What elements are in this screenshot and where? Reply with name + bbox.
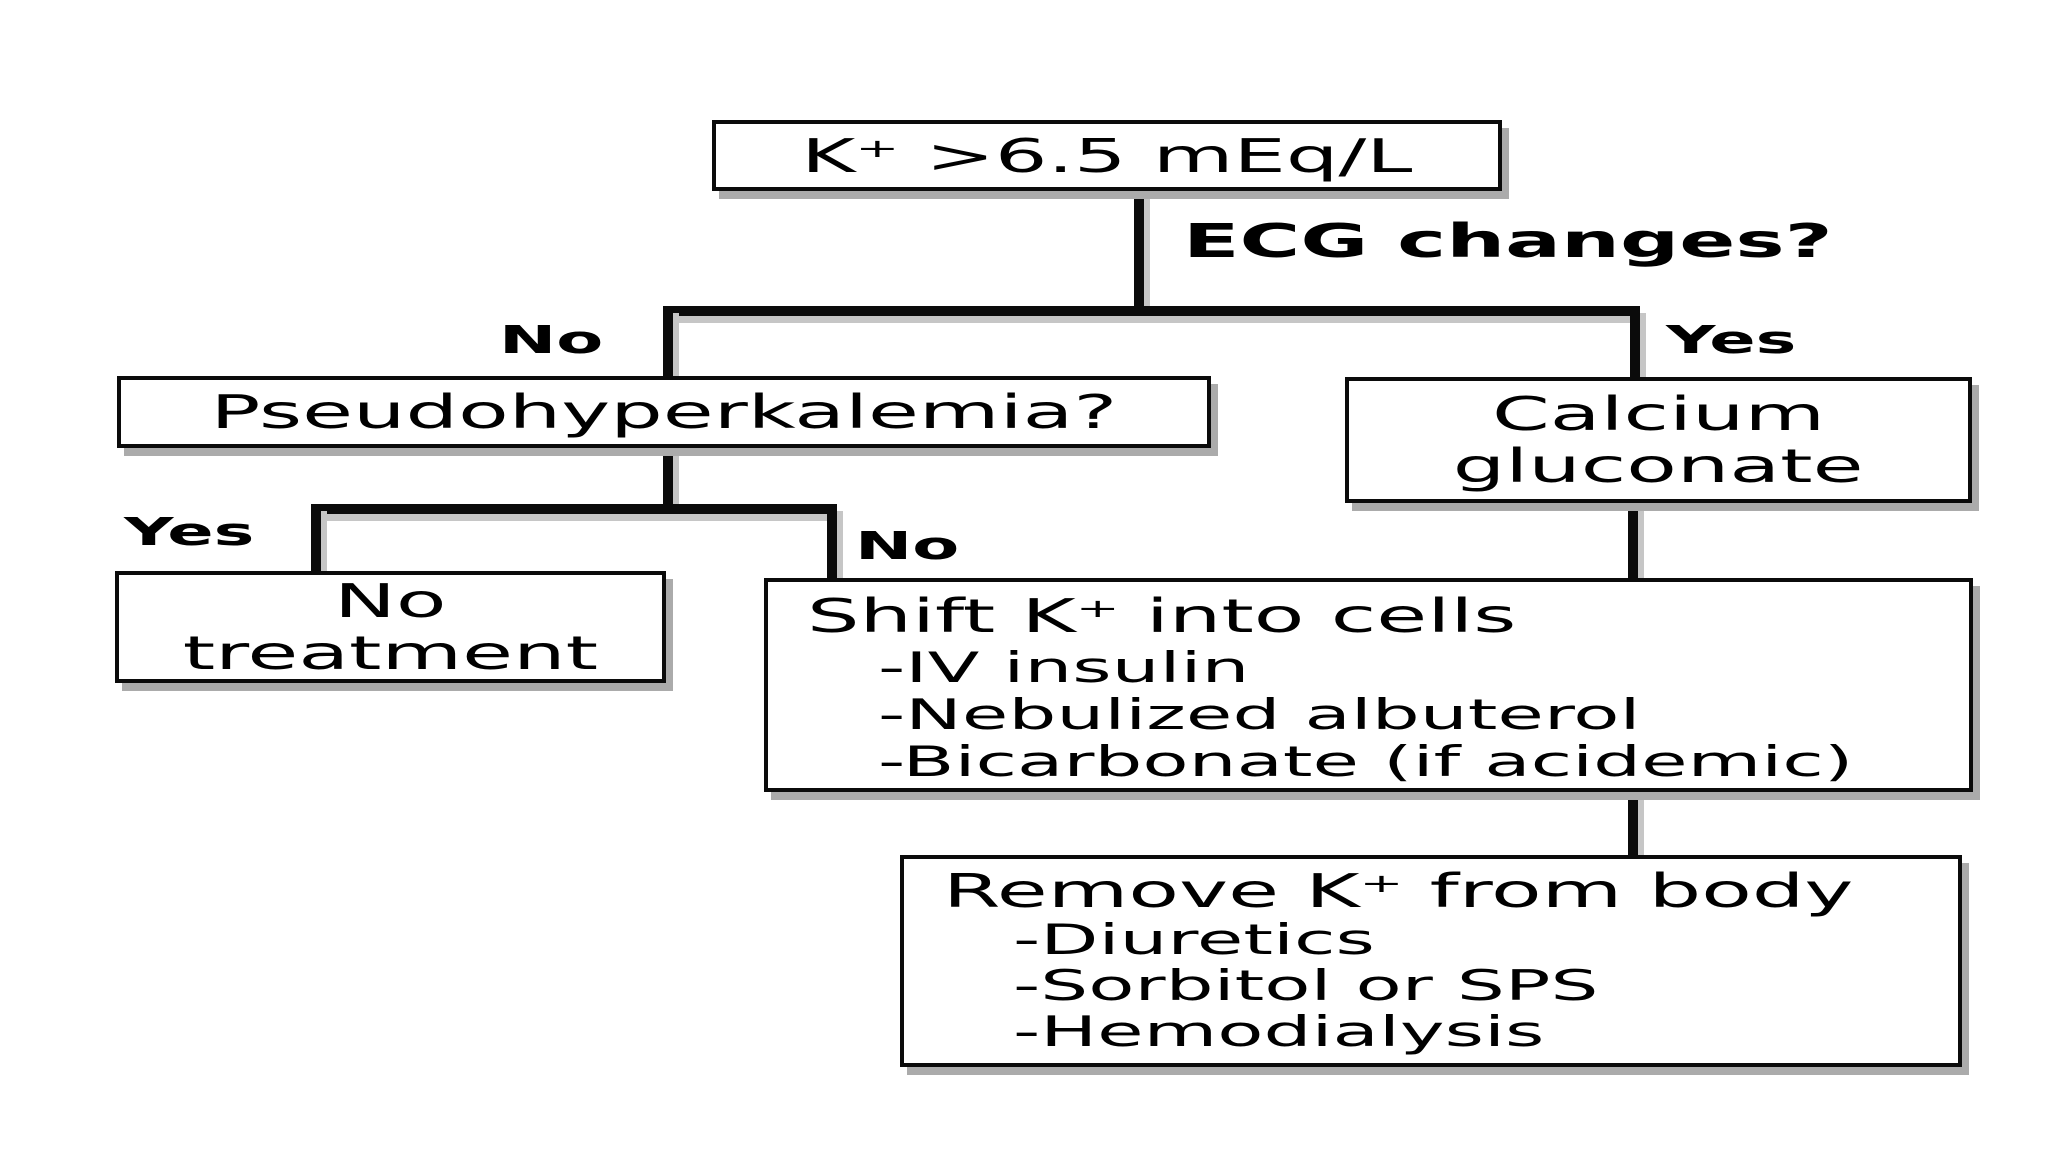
connector-branch1-right-drop [1630,306,1640,381]
node-remove-k-from-body: Remove K⁺ from body -Diuretics -Sorbitol… [900,855,1962,1067]
node-remove-item-1: -Diuretics [1013,915,1375,964]
node-pseudohyperkalemia: Pseudohyperkalemia? [117,376,1211,448]
node-calcium-line2: gluconate [1453,439,1864,493]
connector-branch1-horizontal [663,306,1640,316]
connector-calcium-to-shift [1628,500,1638,582]
node-shift-title: Shift K⁺ into cells [807,589,1517,643]
connector-shift-to-remove [1628,790,1638,858]
ecg-question-text: ECG changes? [1183,214,1833,268]
node-shift-item-2: -Nebulized albuterol [878,690,1641,739]
connector-top-vertical [1134,190,1144,316]
connector-branch2-left-drop [311,504,321,574]
node-remove-title: Remove K⁺ from body [943,864,1854,918]
connector-branch2-horizontal [311,504,837,514]
node-pseudohyperkalemia-text: Pseudohyperkalemia? [210,385,1118,439]
node-shift-item-3: -Bicarbonate (if acidemic) [878,737,1854,786]
node-no-treatment-line2: treatment [182,626,599,680]
connector-branch1-left-drop [663,306,673,380]
node-shift-item-1: -IV insulin [878,643,1250,692]
branch1-yes-label: Yes [1666,318,1797,362]
node-calcium-line1: Calcium [1491,387,1826,441]
node-potassium-threshold-text: K⁺ >6.5 mEq/L [801,128,1413,183]
node-calcium-gluconate: Calcium gluconate [1345,377,1972,503]
branch2-no-label: No [855,524,960,568]
ecg-question-label: ECG changes? [1183,214,1833,268]
connector-pseudo-bottom-vertical [663,446,673,514]
connector-branch2-right-drop [827,504,837,582]
node-shift-k-into-cells: Shift K⁺ into cells -IV insulin -Nebuliz… [764,578,1973,792]
node-remove-item-3: -Hemodialysis [1013,1007,1545,1056]
node-potassium-threshold: K⁺ >6.5 mEq/L [712,120,1502,191]
node-remove-item-2: -Sorbitol or SPS [1013,961,1599,1010]
node-no-treatment: No treatment [115,571,666,683]
branch2-yes-label: Yes [124,510,255,554]
node-no-treatment-line1: No [334,574,447,628]
branch1-no-label: No [499,318,604,362]
